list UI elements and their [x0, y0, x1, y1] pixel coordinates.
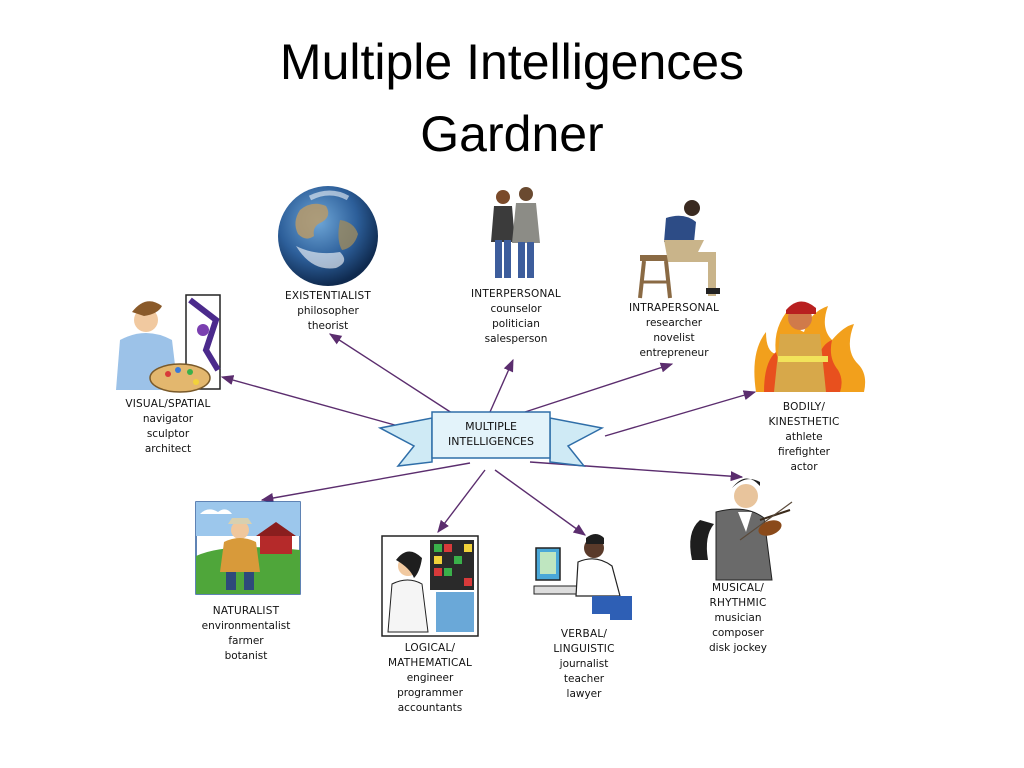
role-musical-rhythmic-1: musician: [714, 612, 762, 624]
arrow-verbal-linguistic: [494, 469, 587, 536]
heading-verbal-linguistic-1: VERBAL/: [560, 628, 608, 640]
heading-bodily-kinesthetic-2: KINESTHETIC: [768, 416, 840, 428]
firefighter-icon: [754, 301, 866, 392]
role-logical-mathematical-3: accountants: [397, 702, 463, 714]
arrow-naturalist: [260, 462, 471, 503]
role-existentialist-1: philosopher: [297, 305, 359, 317]
arrow-intrapersonal: [524, 362, 674, 413]
heading-musical-rhythmic-1: MUSICAL/: [711, 582, 764, 594]
slide-subtitle: Gardner: [420, 106, 604, 162]
violinist-icon: [690, 478, 793, 581]
role-bodily-kinesthetic-2: firefighter: [778, 446, 830, 458]
heading-bodily-kinesthetic-1: BODILY/: [782, 401, 826, 413]
center-banner: MULTIPLE INTELLIGENCES: [377, 411, 605, 467]
farmer-icon: [195, 501, 301, 595]
role-bodily-kinesthetic-3: actor: [790, 461, 818, 473]
heading-existentialist: EXISTENTIALIST: [284, 290, 371, 302]
role-musical-rhythmic-3: disk jockey: [709, 642, 767, 654]
heading-naturalist: NATURALIST: [212, 605, 280, 617]
role-verbal-linguistic-2: teacher: [563, 673, 605, 685]
heading-logical-mathematical-2: MATHEMATICAL: [387, 657, 473, 669]
role-naturalist-2: farmer: [228, 635, 264, 647]
role-interpersonal-1: counselor: [490, 303, 542, 315]
label-logical-mathematical: LOGICAL/ MATHEMATICAL engineer programme…: [370, 641, 490, 716]
role-naturalist-3: botanist: [224, 650, 268, 662]
role-logical-mathematical-2: programmer: [397, 687, 463, 699]
earth-globe-icon: [278, 186, 378, 286]
heading-intrapersonal: INTRAPERSONAL: [628, 302, 720, 314]
arrow-bodily-kinesthetic: [604, 390, 757, 437]
role-visual-spatial-3: architect: [144, 443, 192, 455]
label-naturalist: NATURALIST environmentalist farmer botan…: [186, 604, 306, 664]
role-bodily-kinesthetic-1: athlete: [785, 431, 823, 443]
heading-verbal-linguistic-2: LINGUISTIC: [553, 643, 615, 655]
role-interpersonal-3: salesperson: [484, 333, 548, 345]
two-people-icon: [491, 187, 540, 278]
arrow-musical-rhythmic: [529, 461, 744, 482]
center-label-line2: INTELLIGENCES: [448, 435, 534, 448]
label-visual-spatial: VISUAL/SPATIAL navigator sculptor archit…: [108, 397, 228, 457]
arrow-interpersonal: [489, 358, 514, 413]
role-intrapersonal-1: researcher: [645, 317, 703, 329]
heading-musical-rhythmic-2: RHYTHMIC: [709, 597, 767, 609]
painter-icon: [116, 294, 221, 393]
typist-icon: [528, 534, 636, 626]
arrow-existentialist: [328, 333, 456, 416]
label-existentialist: EXISTENTIALIST philosopher theorist: [268, 289, 388, 334]
arrows: [220, 333, 757, 536]
role-visual-spatial-2: sculptor: [146, 428, 190, 440]
arrow-logical-mathematical: [437, 469, 486, 534]
heading-visual-spatial: VISUAL/SPATIAL: [125, 398, 211, 410]
label-intrapersonal: INTRAPERSONAL researcher novelist entrep…: [614, 301, 734, 361]
label-musical-rhythmic: MUSICAL/ RHYTHMIC musician composer disk…: [678, 581, 798, 656]
slide-title: Multiple Intelligences: [279, 34, 745, 90]
role-visual-spatial-1: navigator: [142, 413, 194, 425]
role-intrapersonal-2: novelist: [653, 332, 695, 344]
label-interpersonal: INTERPERSONAL counselor politician sales…: [456, 287, 576, 347]
center-label-line1: MULTIPLE: [465, 420, 517, 433]
label-bodily-kinesthetic: BODILY/ KINESTHETIC athlete firefighter …: [744, 400, 864, 475]
role-musical-rhythmic-2: composer: [712, 627, 764, 639]
role-interpersonal-2: politician: [492, 318, 540, 330]
heading-logical-mathematical-1: LOGICAL/: [404, 642, 456, 654]
label-verbal-linguistic: VERBAL/ LINGUISTIC journalist teacher la…: [524, 627, 644, 702]
computer-operator-icon: [381, 535, 479, 637]
role-existentialist-2: theorist: [307, 320, 349, 332]
heading-interpersonal: INTERPERSONAL: [471, 288, 561, 300]
role-verbal-linguistic-3: lawyer: [566, 688, 602, 700]
role-intrapersonal-3: entrepreneur: [639, 347, 709, 359]
role-logical-mathematical-1: engineer: [406, 672, 454, 684]
thinking-man-icon: [638, 200, 720, 299]
role-verbal-linguistic-1: journalist: [559, 658, 609, 670]
role-naturalist-1: environmentalist: [201, 620, 291, 632]
arrow-visual-spatial: [220, 375, 421, 433]
